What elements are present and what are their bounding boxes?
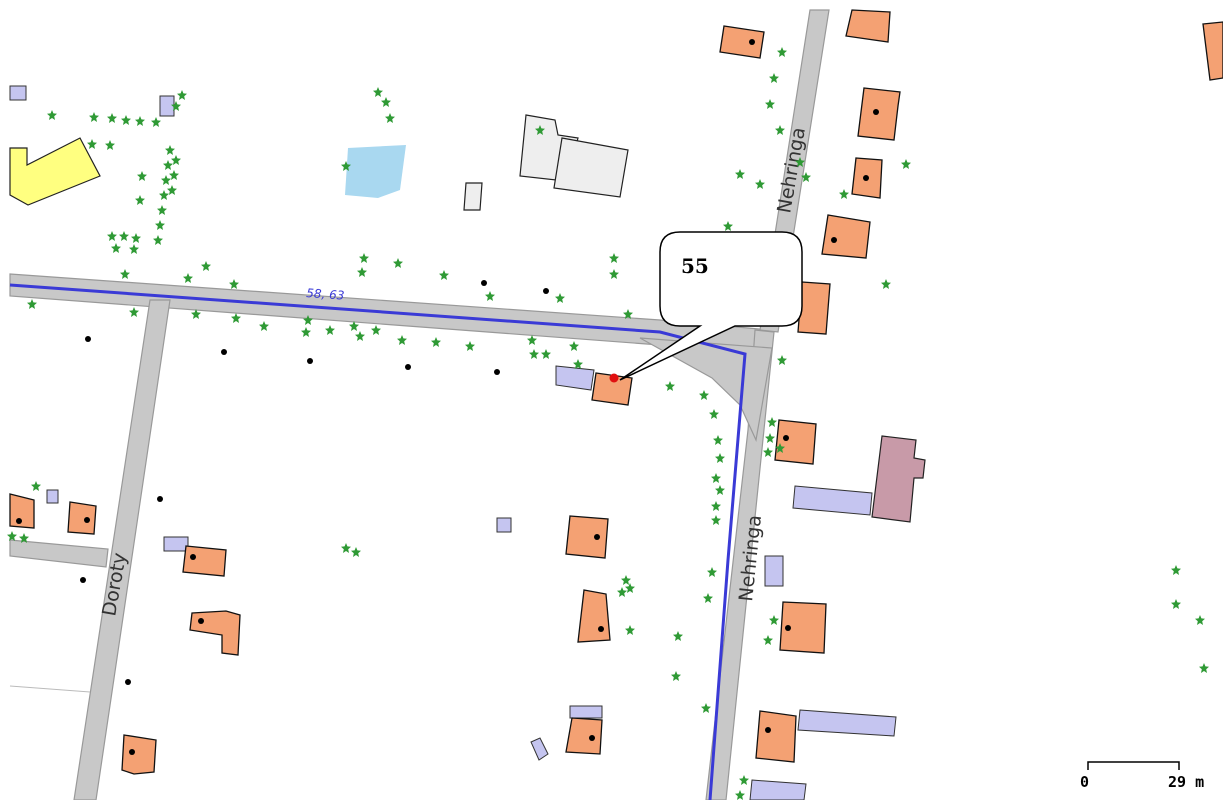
boundary-line bbox=[9, 685, 91, 693]
scale-bar-end: 29 m bbox=[1168, 773, 1204, 791]
religious-building bbox=[871, 435, 926, 523]
public-building bbox=[9, 137, 101, 206]
callout-label: 55 bbox=[681, 254, 709, 278]
pond bbox=[345, 145, 406, 198]
roads bbox=[9, 9, 830, 800]
route-line bbox=[9, 283, 747, 800]
road-junction bbox=[639, 337, 773, 443]
residential-buildings bbox=[9, 9, 1223, 775]
callout-bubble bbox=[619, 231, 803, 381]
selected-location-marker[interactable] bbox=[609, 373, 619, 383]
callout[interactable]: 55 bbox=[619, 231, 803, 381]
road-number-label: 58, 63 bbox=[306, 286, 345, 303]
scale-bar-start: 0 bbox=[1080, 773, 1089, 791]
road-doroty bbox=[73, 299, 171, 800]
industrial-buildings bbox=[463, 114, 629, 211]
address-points bbox=[16, 39, 879, 755]
street-label-nehringa-upper: Nehringa bbox=[773, 126, 810, 215]
scale-bar: 0 29 m bbox=[1080, 761, 1204, 791]
road-doroty-side bbox=[9, 539, 109, 568]
